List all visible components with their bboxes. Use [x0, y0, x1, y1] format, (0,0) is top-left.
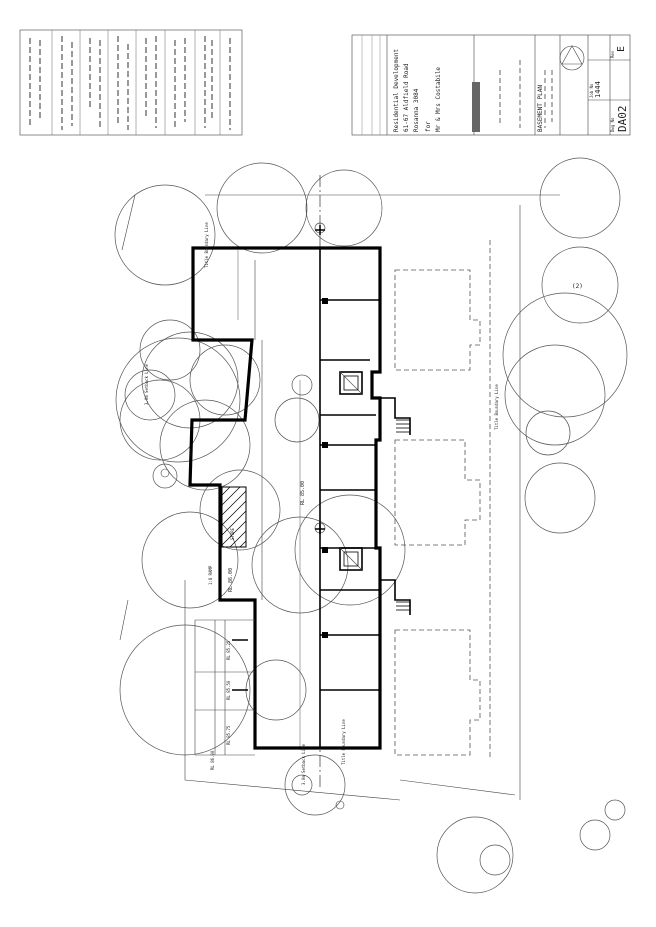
dwg-label: Dwg No [610, 117, 615, 132]
setback-note-left: 3.0m Setback Line [144, 363, 149, 405]
neighbour-dwellings [394, 269, 481, 756]
title-block: Residential Development 61-67 Aldfield R… [351, 34, 631, 136]
rl-a-label: RL 85.25 [226, 640, 231, 660]
client-name: Mr & Mrs Costabile [435, 67, 442, 132]
ramp-note: 1:8 RAMP [208, 565, 213, 585]
notes-block [19, 29, 243, 136]
basement-outline [188, 246, 382, 750]
for-label: for [425, 121, 432, 132]
rl-c-label: RL 85.75 [226, 725, 231, 745]
rl-b-label: RL 85.50 [226, 680, 231, 700]
rev-label: Rev [610, 50, 615, 58]
job-label: Job No [589, 83, 594, 98]
rl-d-label: RL 86.00 [210, 750, 215, 770]
revision-letter: E [616, 46, 627, 52]
rl-ramp-label: RL 86.00 [228, 568, 234, 592]
setback-note-bottom: 3.0m Setback Line [301, 743, 306, 785]
title-boundary-bottom: Title Boundary Line [341, 719, 346, 765]
drawing-title: BASEMENT PLAN [537, 85, 544, 132]
boundary-note: Title Boundary Line [494, 384, 499, 430]
markers [160, 225, 345, 810]
ramp [194, 619, 255, 756]
project-line1: Residential Development [393, 49, 400, 132]
drawing-number: DA02 [616, 106, 629, 133]
title-boundary-top: Title Boundary Line [204, 222, 209, 268]
rl-main-label: RL 85.00 [300, 481, 306, 505]
project-line3: Rosanna 3084 [413, 88, 420, 132]
store-label: STORE [230, 527, 235, 540]
store-hatch [221, 486, 247, 548]
project-line2: 61-67 Aldfield Road [403, 63, 410, 132]
job-number: 1444 [594, 81, 602, 98]
interior-walls [254, 248, 380, 748]
stair-cores [339, 371, 411, 615]
site-boundary [119, 175, 560, 801]
tree-number: (2) [572, 283, 583, 290]
